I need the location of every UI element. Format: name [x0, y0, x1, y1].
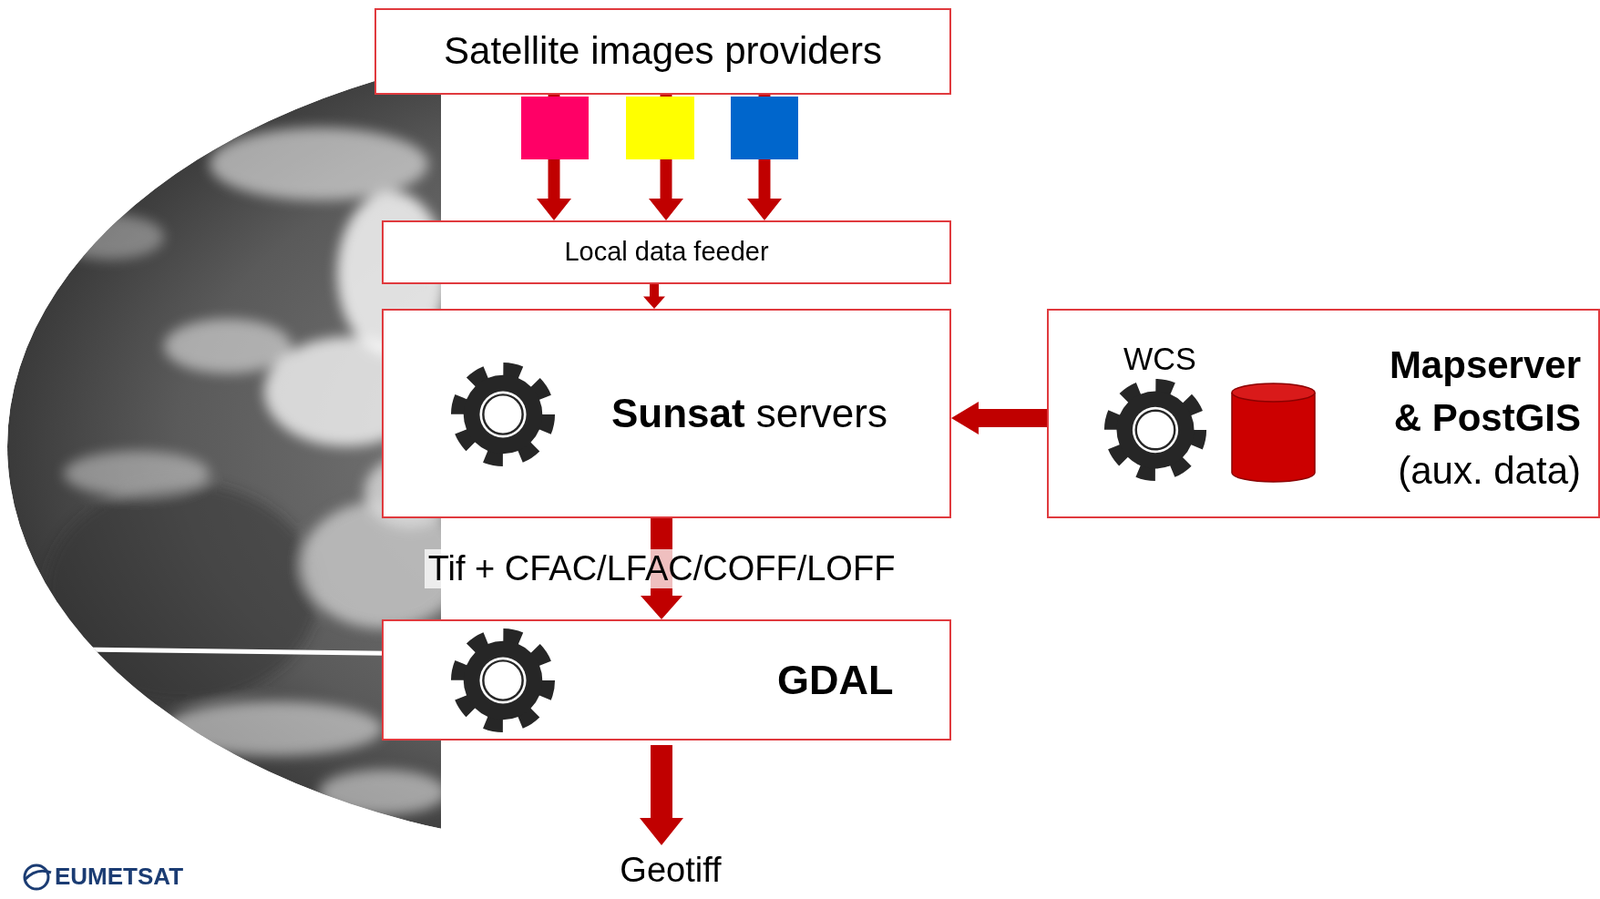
node-text: servers	[756, 390, 888, 438]
logo-icon	[24, 865, 52, 890]
earth-body	[7, 41, 442, 852]
yellow-square	[625, 96, 695, 160]
node-text: Mapserver & PostGIS	[1362, 338, 1581, 445]
node-title: GDAL	[777, 656, 894, 705]
box-grounds	[374, 8, 448, 741]
node-title: Sunsat	[611, 390, 746, 438]
magenta-square	[521, 96, 589, 160]
providers-box: Satellite images providers	[374, 8, 952, 95]
logo-text: EUMETSAT	[54, 863, 184, 892]
feeder-box: Local data feeder	[381, 220, 952, 285]
gear-icon	[1111, 386, 1200, 475]
text-column: Mapserver & PostGIS(aux. data)	[1362, 338, 1581, 498]
gear-icon	[458, 369, 548, 460]
output-label: Geotiff	[619, 851, 721, 892]
flow-arrow	[951, 401, 1047, 435]
output-arrow	[639, 745, 684, 846]
blue-square	[730, 96, 799, 160]
node-title: Satellite images providers	[443, 29, 883, 73]
edge-label: Tif + CFAC/LFAC/COFF/LOFF	[424, 549, 900, 590]
server-box: Sunsatservers	[381, 308, 952, 519]
aux-data-box: WCSMapserver & PostGIS(aux. data)	[1046, 308, 1600, 519]
label-holder: EUMETSAT	[54, 863, 184, 892]
node-text: (aux. data)	[1362, 444, 1581, 498]
gear-icon	[458, 635, 548, 726]
edge-label-holder: Tif + CFAC/LFAC/COFF/LOFF	[424, 549, 900, 590]
node-title: Local data feeder	[564, 236, 769, 267]
scan-seam	[0, 648, 442, 655]
gdal-box: GDAL	[381, 619, 952, 741]
earth-disk	[0, 41, 442, 852]
database-cylinder	[1231, 383, 1315, 483]
label-holder: Geotiff	[619, 851, 721, 892]
flow-arrow	[643, 284, 666, 309]
